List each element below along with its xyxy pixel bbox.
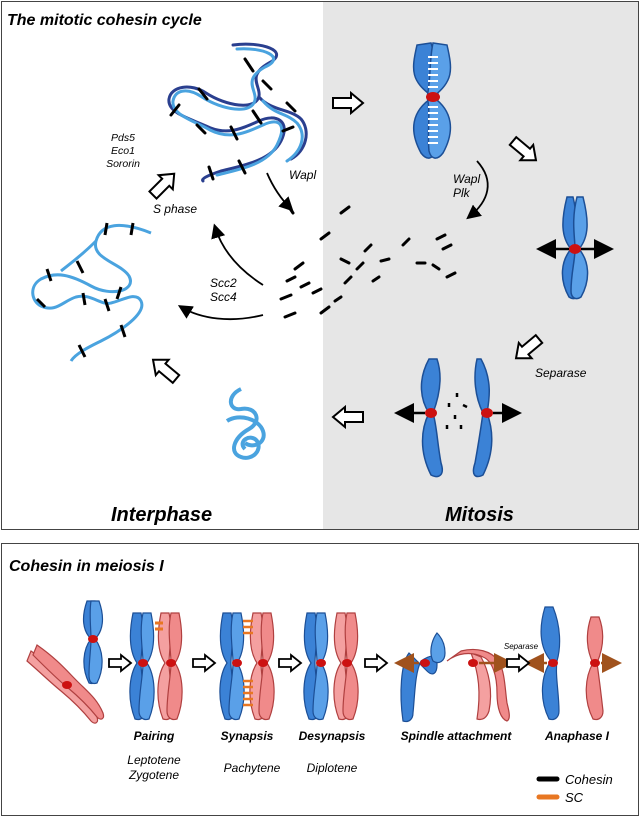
replicated-chromatin (167, 42, 308, 183)
stage-name-desynapsis: Desynapsis (299, 729, 366, 743)
wapl-arrow (266, 172, 294, 212)
anaphase-chromosomes (394, 358, 522, 478)
stage-substage-zygotene: Zygotene (128, 768, 179, 782)
stage-synapsis (219, 612, 275, 721)
s-phase-label: S phase (153, 202, 197, 216)
stage-substage-leptotene: Leptotene (127, 753, 181, 767)
stage-name-spindle-attachment: Spindle attachment (401, 729, 513, 743)
separase-label: Separase (504, 642, 539, 651)
legend-label-sc: SC (565, 790, 584, 805)
stage-name-synapsis: Synapsis (221, 729, 274, 743)
stage-substage-pachytene: Pachytene (224, 761, 281, 775)
loading-arrow-2 (177, 305, 264, 320)
s-phase-factor-2: Eco1 (111, 145, 135, 157)
legend: Cohesin SC (536, 772, 613, 805)
unreplicated-chromatin (31, 222, 152, 362)
wapl-plk-label-1: Wapl (453, 172, 480, 186)
legend-label-cohesin: Cohesin (565, 772, 613, 787)
wapl-plk-label-2: Plk (453, 186, 471, 200)
metaphase-chromosome-2 (536, 196, 614, 300)
mitotic-cycle-diagram: The mitotic cohesin cycle (1, 1, 639, 530)
s-phase-factor-1: Pds5 (111, 132, 135, 144)
meiosis-cohesin-panel: Cohesin in meiosis I (1, 543, 639, 816)
loading-arrow-1 (211, 223, 264, 286)
interphase-background (1, 1, 323, 530)
separase-label: Separase (535, 366, 587, 380)
stage-anaphase-i (524, 606, 622, 721)
mitosis-label: Mitosis (445, 504, 514, 526)
stage-desynapsis (303, 612, 359, 721)
loader-label-2: Scc4 (210, 290, 237, 304)
released-cohesin (279, 205, 457, 319)
stage-pairing (129, 612, 183, 721)
interphase-label: Interphase (111, 504, 212, 526)
wapl-label: Wapl (289, 168, 316, 182)
stage-name-pairing: Pairing (134, 729, 175, 743)
loader-label-1: Scc2 (210, 276, 237, 290)
wapl-plk-arrow (466, 160, 489, 220)
stage-name-anaphase-i: Anaphase I (544, 729, 610, 743)
unpaired-homologs (26, 600, 105, 724)
condensed-chromatin (225, 387, 266, 460)
panel-title: The mitotic cohesin cycle (7, 12, 202, 29)
panel-title: Cohesin in meiosis I (9, 558, 164, 575)
stage-spindle-attachment (394, 632, 514, 723)
stage-substage-diplotene: Diplotene (307, 761, 358, 775)
mitotic-cohesin-cycle-panel: The mitotic cohesin cycle (1, 1, 639, 530)
metaphase-chromosome-1 (412, 42, 452, 159)
meiosis-diagram: Cohesin in meiosis I (1, 543, 639, 816)
s-phase-factor-3: Sororin (106, 158, 140, 170)
